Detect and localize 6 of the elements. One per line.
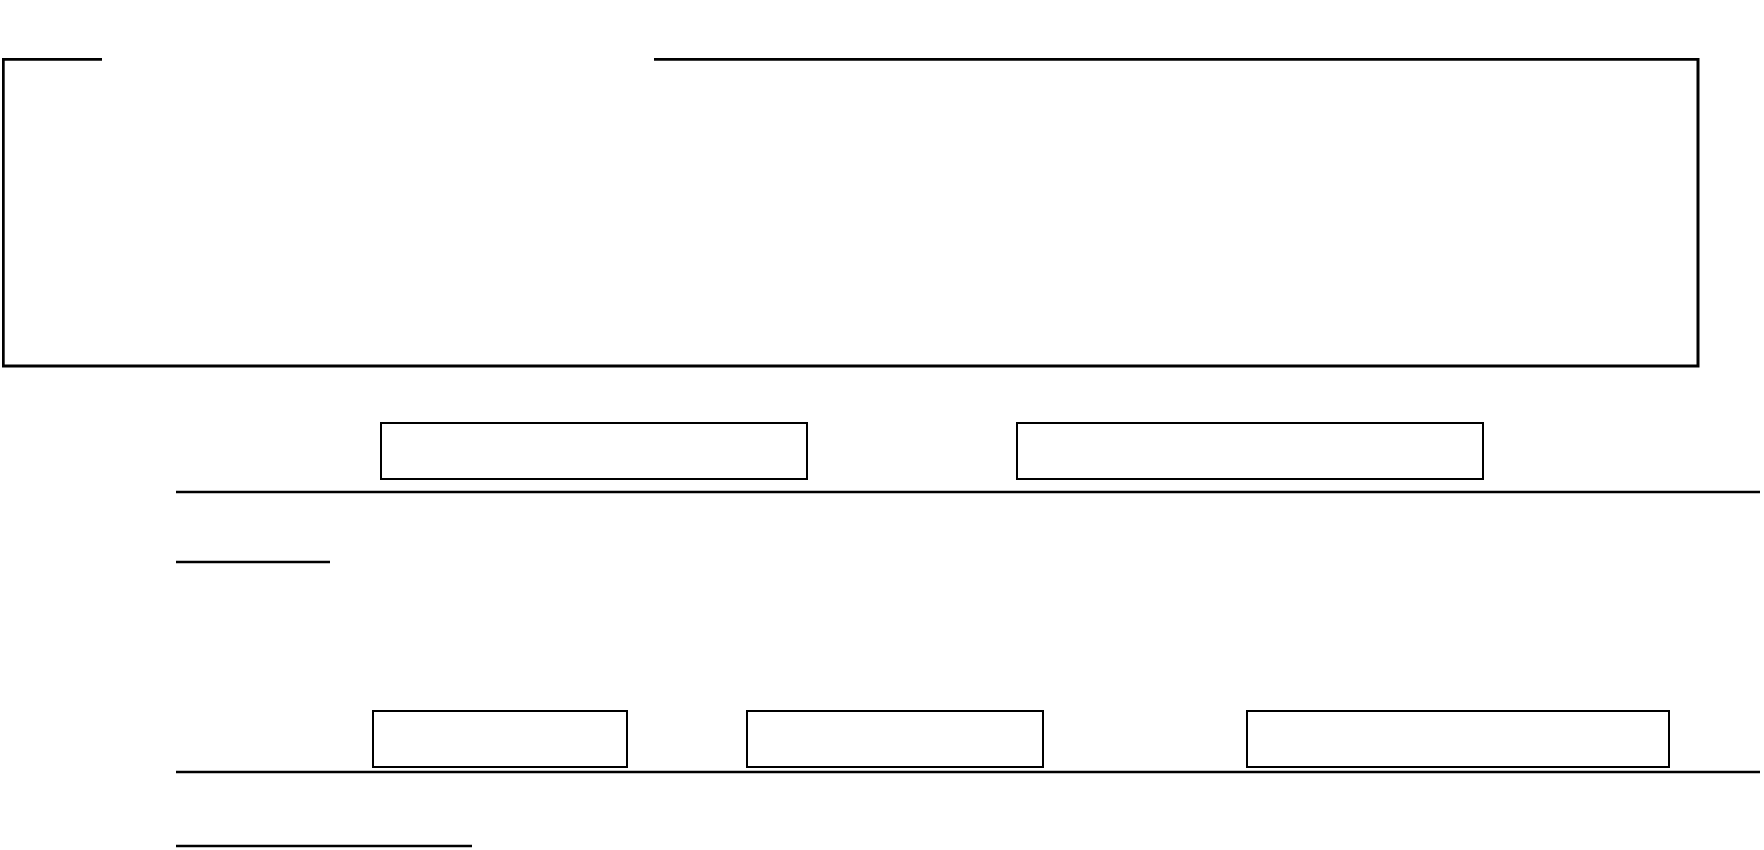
input-field: [1246, 710, 1670, 768]
input-field: [746, 710, 1044, 768]
input-field: [1016, 422, 1484, 480]
panel-frame: [2, 58, 1700, 368]
input-field: [372, 710, 628, 768]
input-field: [380, 422, 808, 480]
